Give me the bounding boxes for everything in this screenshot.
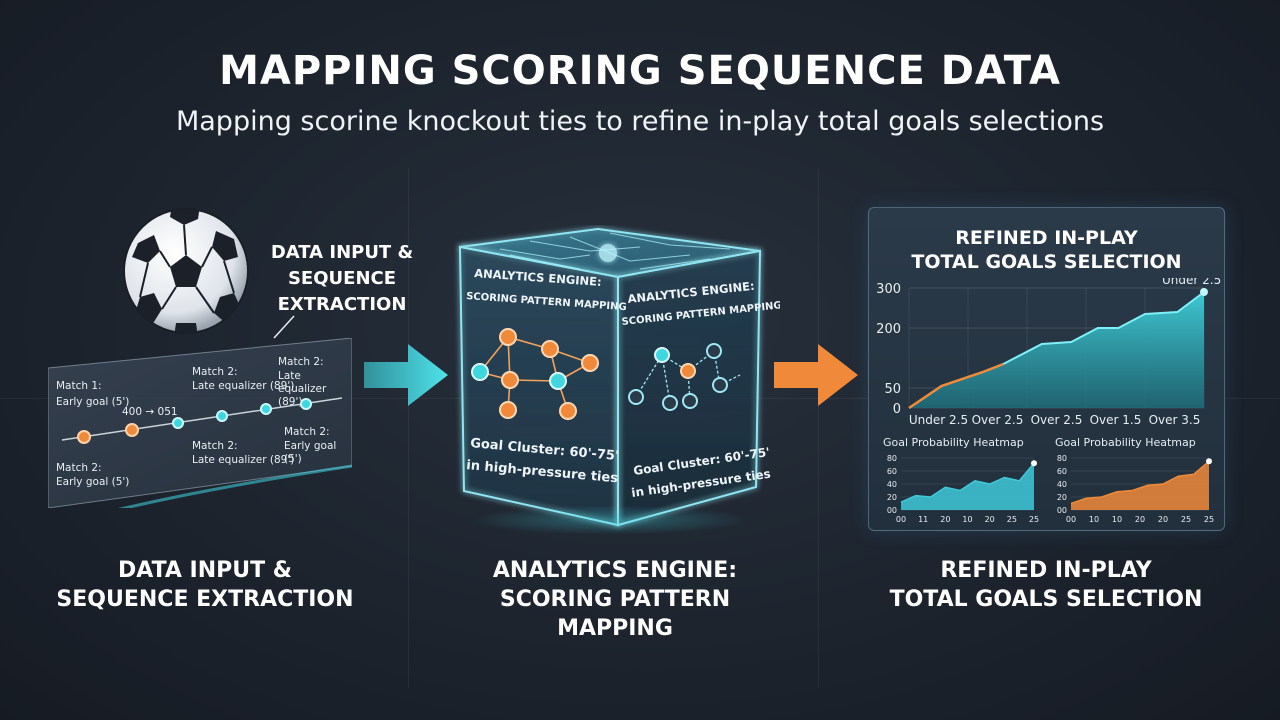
x-tick-label: 25 [1204, 515, 1214, 524]
y-tick-label: 20 [887, 493, 897, 502]
y-tick-label: 60 [1057, 467, 1067, 476]
match2c-event: Late equalizer (89') [278, 370, 327, 408]
callout-pointer [273, 315, 295, 339]
match1-event: Early goal (5') [56, 396, 130, 408]
x-tick-label: Over 3.5 [1149, 413, 1201, 427]
x-tick-label: Over 2.5 [972, 413, 1024, 427]
timeline-nodes [77, 398, 312, 444]
chart-annotation: Under 2.5 [1162, 278, 1221, 287]
y-tick-label: 80 [887, 454, 897, 463]
x-tick-label: Over 1.5 [1090, 413, 1142, 427]
timeline-mid-text: 400 → 051 [122, 406, 178, 418]
arrow-right-icon [774, 344, 858, 406]
match2b-title: Match 2: [192, 366, 238, 378]
x-tick-label: 25 [1007, 515, 1017, 524]
panel-title: REFINED IN-PLAY TOTAL GOALS SELECTION [911, 227, 1182, 273]
analytics-engine-cube: ANALYTICS ENGINE: SCORING PATTERN MAPPIN… [458, 227, 780, 527]
grid-line [408, 168, 409, 688]
main-series-highlight [908, 362, 1004, 410]
grid-line [818, 168, 819, 688]
x-tick-label: 20 [1158, 515, 1168, 524]
mini-series-line [900, 462, 1035, 503]
mini-end-point [1206, 458, 1212, 465]
x-tick-label: Over 2.5 [1031, 413, 1083, 427]
stage-engine-label: ANALYTICS ENGINE: SCORING PATTERN MAPPIN… [492, 558, 738, 641]
y-tick-label: 0 [893, 402, 901, 417]
arrow-right-icon [364, 344, 448, 406]
cube-floor-glow [470, 505, 750, 535]
main-end-point [1200, 288, 1208, 296]
x-tick-label: 00 [896, 515, 906, 524]
x-tick-label: 10 [1089, 515, 1099, 524]
mini-area-fill [901, 463, 1034, 510]
y-tick-label: 20 [1057, 493, 1067, 502]
timeline-panel-shape [48, 338, 352, 508]
heatmap-title-2: Goal Probability Heatmap [1055, 436, 1196, 449]
y-tick-label: 300 [876, 282, 901, 297]
mini-area-fill [1071, 461, 1209, 510]
x-tick-label: 10 [1112, 515, 1122, 524]
soccer-ball-icon [123, 208, 249, 334]
y-tick-label: 00 [887, 506, 897, 515]
y-tick-label: 200 [876, 322, 901, 337]
match2a-event: Early goal (5') [56, 476, 130, 488]
match2b-event: Late equalizer (89') [192, 380, 295, 392]
x-tick-label: 25 [1181, 515, 1191, 524]
x-tick-label: 11 [918, 515, 928, 524]
x-tick-label: 20 [985, 515, 995, 524]
match2d-event: Late equalizer (89') [192, 454, 295, 466]
heatmap-title-1: Goal Probability Heatmap [883, 436, 1024, 449]
x-tick-label: Under 2.5 [909, 413, 968, 427]
x-tick-label: 10 [962, 515, 972, 524]
y-tick-label: 80 [1057, 454, 1067, 463]
y-tick-label: 00 [1057, 506, 1067, 515]
y-tick-label: 40 [1057, 480, 1067, 489]
page-subtitle: Mapping scorine knockout ties to refine … [175, 106, 1105, 137]
match2d-title: Match 2: [192, 440, 238, 452]
stage-input-label: DATA INPUT & SEQUENCE EXTRACTION [56, 558, 354, 612]
match2e-event: Early goal (5') [284, 440, 337, 465]
x-tick-label: 20 [1135, 515, 1145, 524]
match1-title: Match 1: [56, 380, 102, 392]
results-panel: REFINED IN-PLAY TOTAL GOALS SELECTION 0 5… [868, 207, 1225, 531]
y-tick-label: 40 [887, 480, 897, 489]
match2c-title: Match 2: [278, 356, 324, 368]
y-tick-label: 50 [884, 382, 901, 397]
main-area-fill [909, 292, 1204, 408]
match2a-title: Match 2: [56, 462, 102, 474]
match2e-title: Match 2: [284, 426, 330, 438]
mini-series-line [1070, 460, 1210, 505]
input-callout: DATA INPUT & SEQUENCE EXTRACTION [270, 242, 414, 315]
x-tick-label: 25 [1029, 515, 1039, 524]
stage-output-label: REFINED IN-PLAY TOTAL GOALS SELECTION [889, 558, 1203, 612]
sequence-timeline-panel: Match 1: Early goal (5') 400 → 051 Match… [48, 338, 352, 508]
page-title: MAPPING SCORING SEQUENCE DATA [219, 48, 1061, 94]
x-tick-label: 00 [1066, 515, 1076, 524]
y-tick-label: 60 [887, 467, 897, 476]
x-tick-label: 20 [940, 515, 950, 524]
mini-end-point [1031, 460, 1037, 467]
